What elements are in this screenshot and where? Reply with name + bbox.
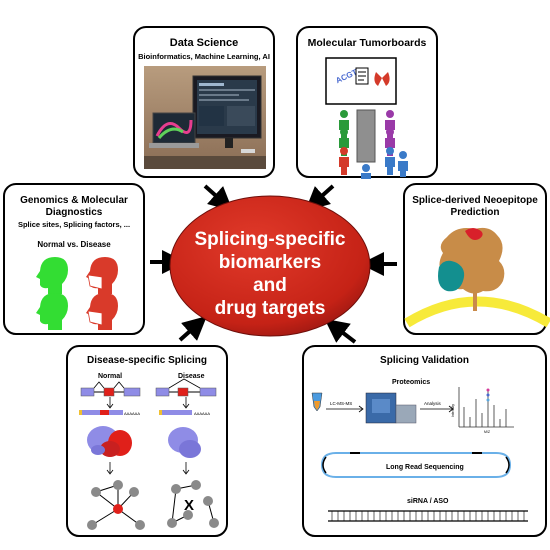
normal-label: Normal	[98, 373, 122, 380]
center-line-1: Splicing-specific	[195, 229, 346, 250]
data-science-panel: Data Science Bioinformatics, Machine Lea…	[133, 26, 275, 178]
proteomics-label: Proteomics	[392, 379, 430, 386]
normal-protein-structure	[87, 426, 132, 457]
normal-vs-disease-label: Normal vs. Disease	[37, 240, 111, 249]
center-line-2: biomarkers	[219, 252, 321, 273]
meeting-table	[356, 109, 376, 163]
splicing-validation-panel: Splicing Validation Proteomics LC-MS-MS …	[302, 345, 547, 537]
mhc-protein-structure	[404, 227, 550, 328]
tumorboard-illustration: ACGT	[325, 57, 408, 179]
data-science-title: Data Science	[169, 37, 239, 49]
validation-methods: Proteomics LC-MS-MS Analysis	[311, 379, 528, 522]
mask-icon	[87, 274, 103, 290]
data-science-subtitle: Bioinformatics, Machine Learning, AI	[138, 52, 270, 61]
disease-splicing-panel: Disease-specific Splicing Normal Disease…	[66, 345, 228, 537]
exon-3	[123, 387, 141, 397]
neoepitope-panel: Splice-derived Neoepitope Prediction	[403, 183, 550, 335]
head-icons	[36, 257, 118, 330]
exon-1	[80, 387, 95, 397]
disease-splicing-title: Disease-specific Splicing	[86, 355, 208, 366]
disease-protein-structure	[168, 427, 201, 458]
splicing-validation-title: Splicing Validation	[380, 355, 469, 366]
genomics-title-1: Genomics & Molecular	[20, 195, 128, 206]
genomics-subtitle: Splice sites, Splicing factors, ...	[17, 220, 131, 229]
neoepitope-peptide	[465, 228, 483, 240]
beta2-microglobulin	[438, 260, 465, 292]
normal-interaction-network	[87, 480, 145, 530]
neoepitope-title-1: Splice-derived Neoepitope	[412, 195, 538, 206]
arrow-from-data-science	[203, 184, 233, 212]
arrow-from-validation	[324, 318, 357, 344]
arrow-from-disease-splicing	[178, 316, 207, 342]
lungs-icon	[374, 72, 390, 86]
broken-interaction-mark: X	[184, 497, 194, 514]
sirna-label: siRNA / ASO	[407, 498, 449, 505]
computer-photo	[144, 66, 266, 169]
person-icons	[339, 110, 408, 179]
healthy-head-icon	[36, 257, 68, 294]
tumorboards-panel: Molecular Tumorboards ACGT	[296, 26, 438, 179]
exon-1	[155, 387, 170, 397]
center-line-3: and	[253, 275, 287, 296]
disease-interaction-network	[167, 480, 219, 528]
intensity-axis-label: Intensity	[451, 404, 455, 417]
cassette-exon	[103, 387, 115, 397]
center-line-4: drug targets	[215, 298, 326, 319]
mrna-disease	[162, 410, 192, 415]
svg-text:AAAAAA: AAAAAA	[194, 411, 210, 416]
cell-membrane	[404, 296, 550, 328]
mask-icon	[87, 310, 103, 326]
healthy-head-icon	[36, 293, 68, 330]
svg-text:AAAAAA: AAAAAA	[124, 411, 140, 416]
disease-label: Disease	[178, 373, 205, 380]
genomics-title-2: Diagnostics	[45, 207, 103, 218]
splicing-diagram: Normal Disease AAAAAA AAAAAA	[79, 373, 219, 530]
mz-axis-label: M/Z	[484, 430, 491, 434]
exon-3	[199, 387, 217, 397]
long-read-label: Long Read Sequencing	[386, 464, 464, 471]
long-read-molecule	[320, 452, 512, 478]
analysis-label: Analysis	[424, 401, 442, 406]
mrna-normal	[82, 410, 100, 415]
center-ellipse	[169, 195, 371, 337]
arrow-from-tumorboards	[305, 184, 335, 212]
neoepitope-title-2: Prediction	[450, 207, 500, 218]
lcms-label: LC-MS-MS	[330, 401, 352, 406]
genomics-panel: Genomics & Molecular Diagnostics Splice …	[3, 183, 145, 335]
mass-spectrum-plot	[458, 387, 514, 428]
mass-spectrometer-icon	[365, 392, 417, 424]
tumorboards-title: Molecular Tumorboards	[307, 37, 427, 49]
skipped-exon	[177, 387, 189, 397]
